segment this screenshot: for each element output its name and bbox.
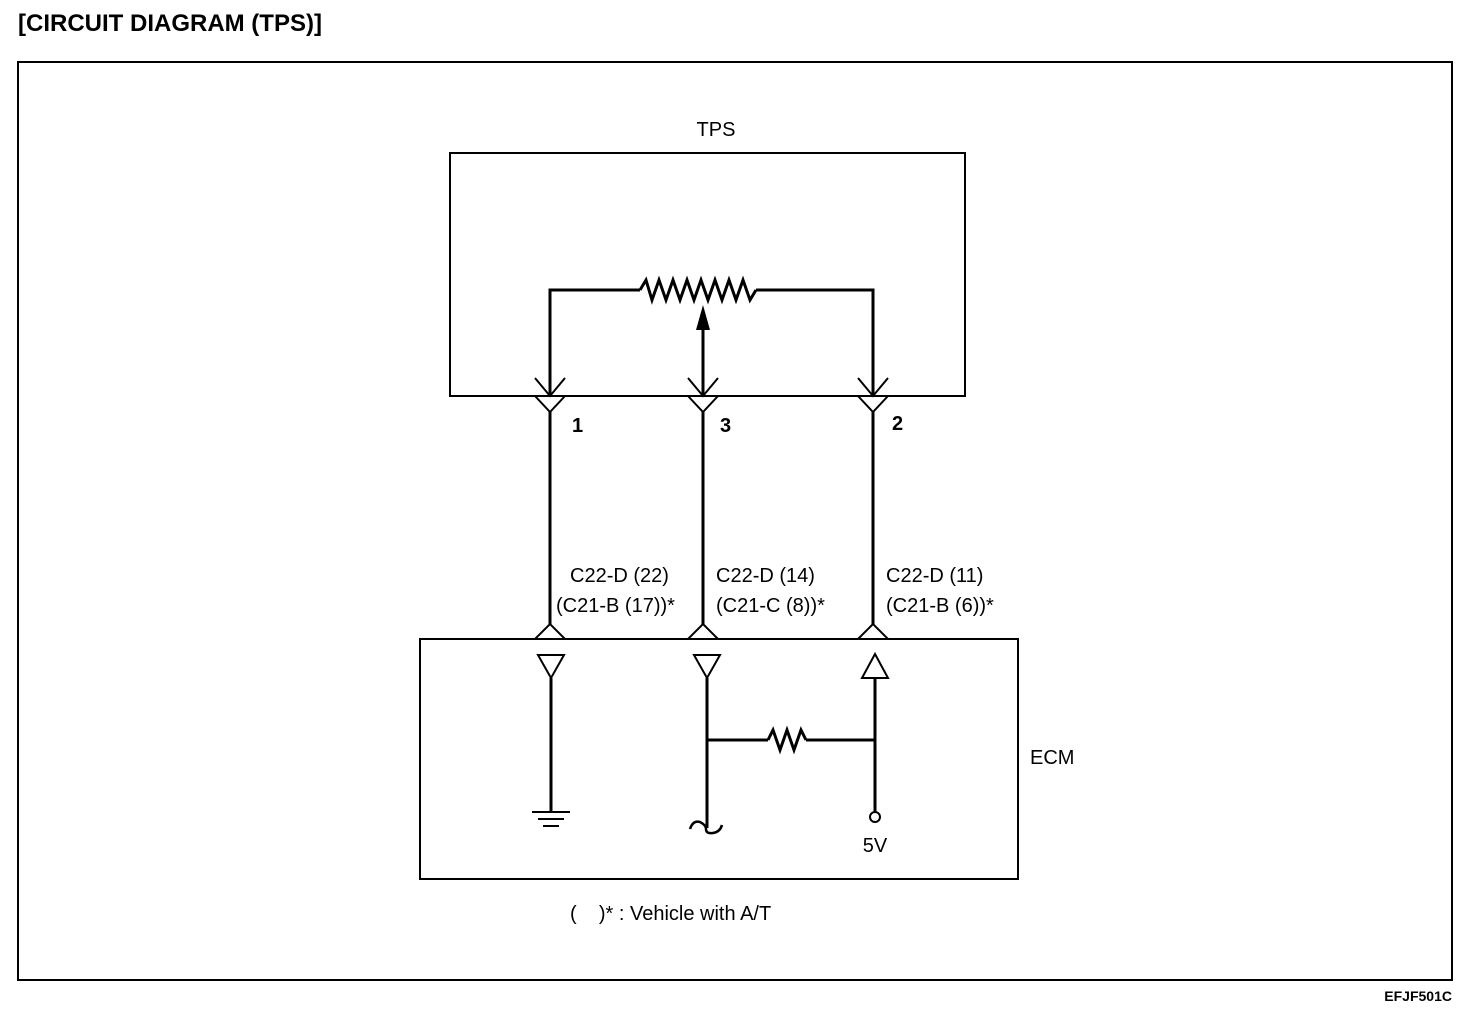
ecm-connector-1 [534,622,566,640]
ground-icon [532,811,570,827]
ecm-connector-3 [857,622,889,640]
wire-pin1-internal [548,288,640,396]
connector-1-line2: (C21-B (17))* [556,595,675,617]
connector-pin1-bottom [534,395,566,414]
connector-pin2-bottom [857,395,889,414]
harness-wires [548,412,875,624]
legend-note: ( )* : Vehicle with A/T [570,903,771,925]
pullup-resistor [766,725,808,755]
connector-3-line2: (C21-B (6))* [886,595,994,617]
connector-2-line2: (C21-C (8))* [716,595,825,617]
output-triangle-icon [860,651,890,679]
ecm-wires [549,678,877,828]
pin-3-label: 3 [720,415,731,437]
connector-1-line1: C22-D (22) [570,565,669,587]
wire-pin2-internal [756,288,875,396]
ecm-internals [536,651,890,835]
ecm-box [419,638,1019,880]
connector-pin2-top [857,377,889,398]
outer-frame [17,61,1453,981]
tps-box [449,152,966,397]
figure-code: EFJF501C [1384,988,1452,1004]
connector-pin3-top [687,377,719,398]
pin-1-label: 1 [572,415,583,437]
pin-2-label: 2 [892,413,903,435]
connector-2-line1: C22-D (14) [716,565,815,587]
signal-input-icon [688,820,724,835]
tps-label: TPS [697,119,736,141]
connector-pin1-top [534,377,566,398]
supply-terminal-icon [869,811,881,823]
ecm-connectors [534,622,889,640]
wiper-arrow-icon [696,305,710,330]
input-triangle-2-icon [692,654,722,681]
ecm-label: ECM [1030,747,1074,769]
ecm-connector-2 [687,622,719,640]
input-triangle-1-icon [536,654,566,681]
connector-3-line1: C22-D (11) [886,565,983,587]
resistor-zigzag [638,275,758,305]
diagram-title: [CIRCUIT DIAGRAM (TPS)] [18,10,322,37]
supply-voltage-label: 5V [863,835,888,857]
connector-pin3-bottom [687,395,719,414]
tps-potentiometer [548,275,875,396]
